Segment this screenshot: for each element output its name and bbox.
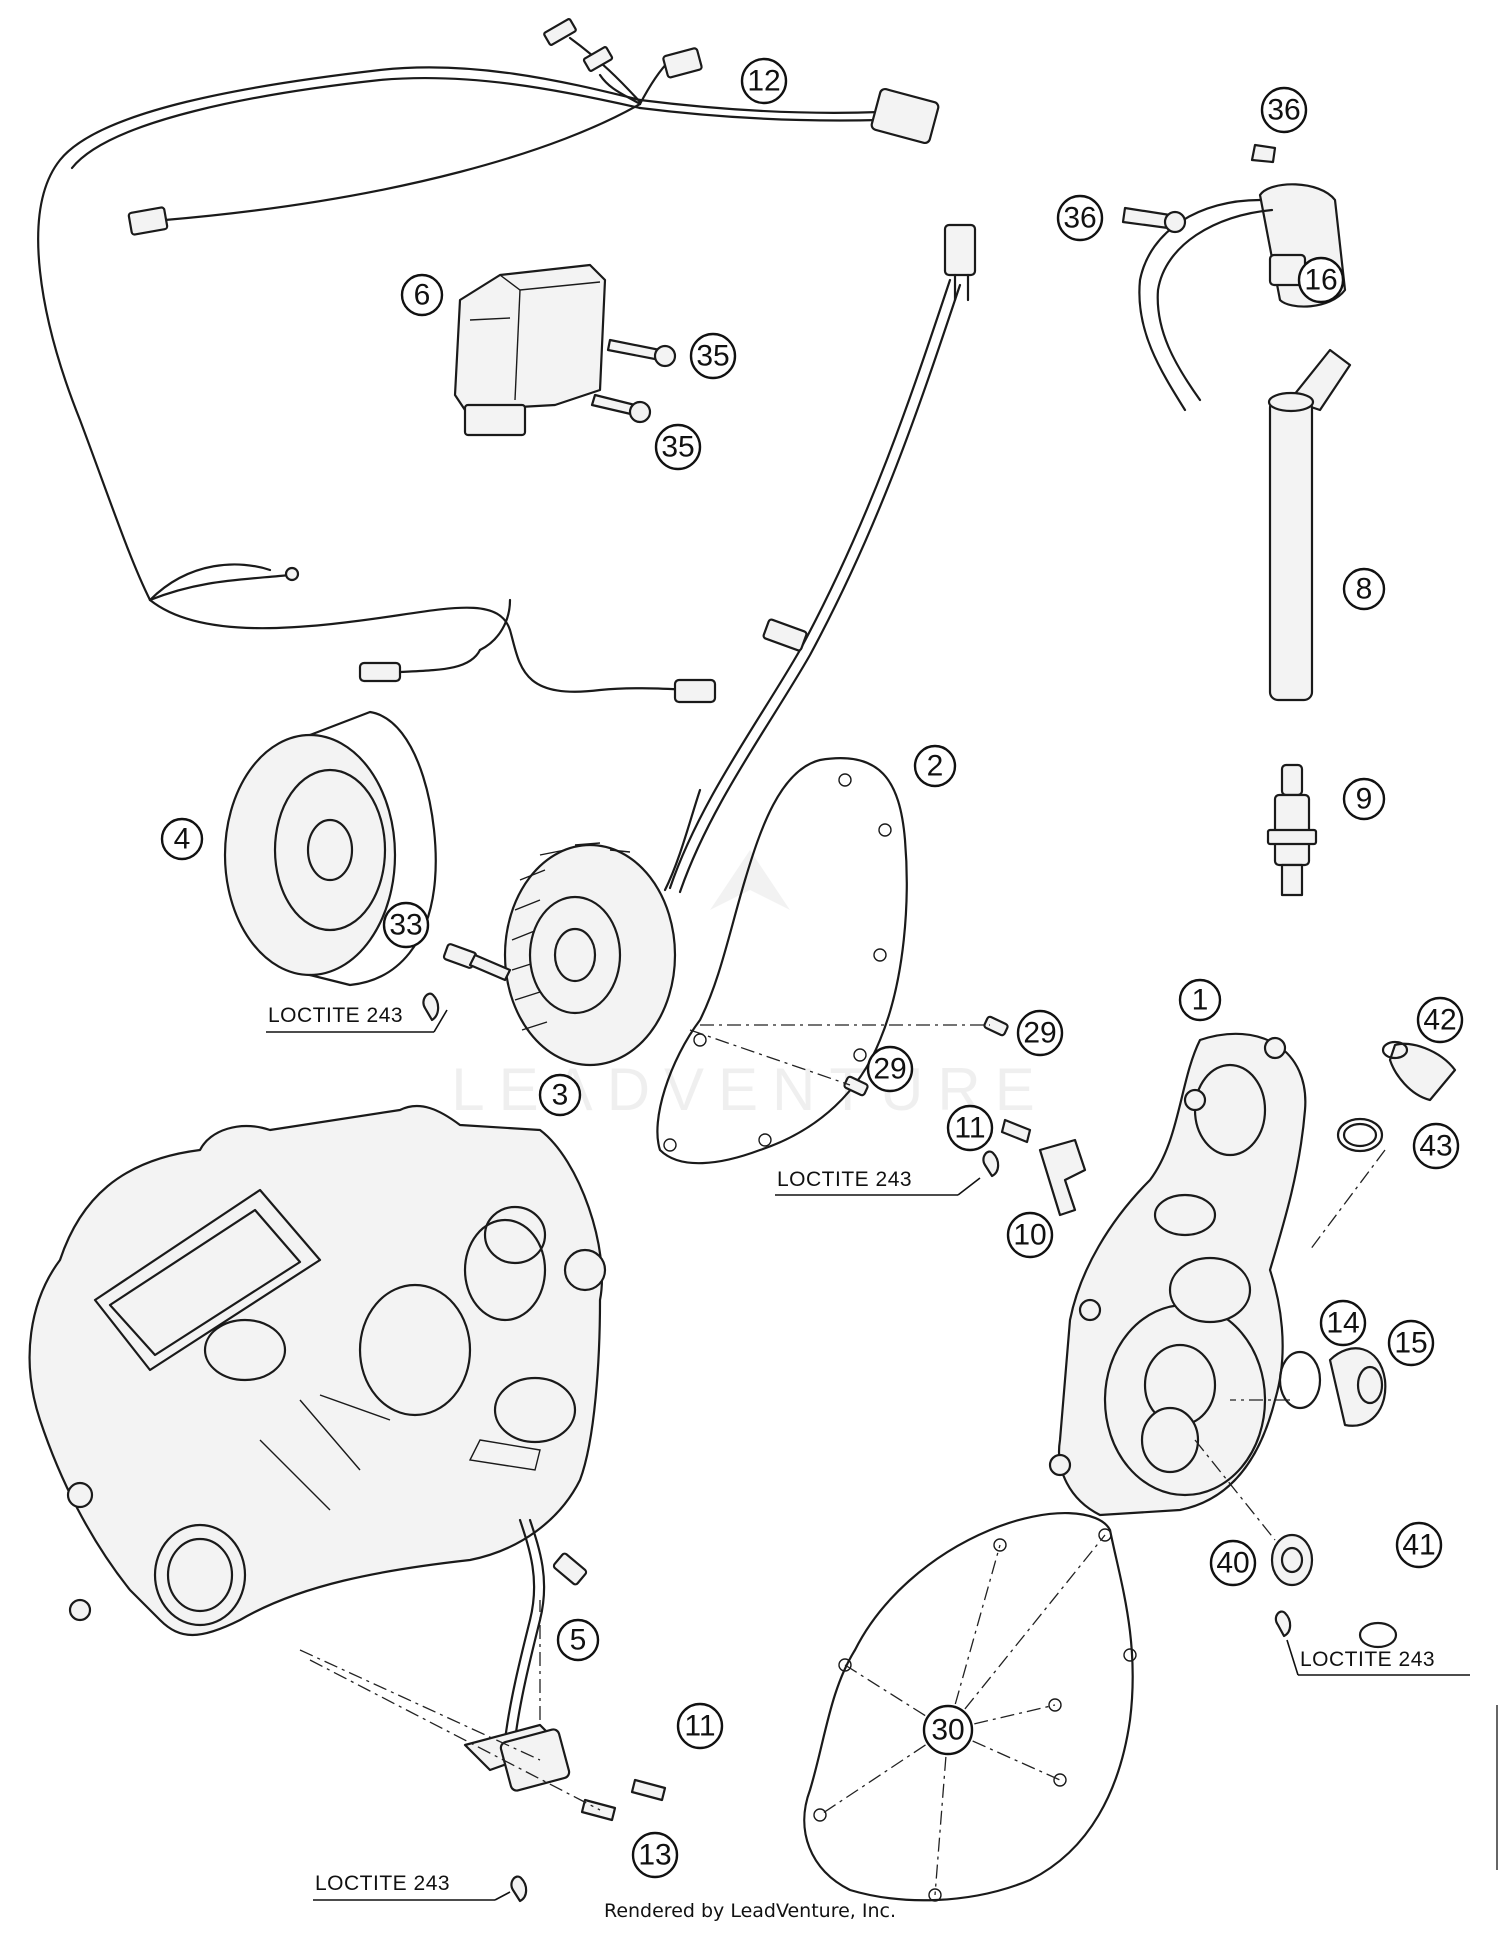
- svg-text:10: 10: [1013, 1219, 1046, 1252]
- svg-text:43: 43: [1419, 1130, 1452, 1163]
- svg-text:13: 13: [638, 1839, 671, 1872]
- stator-bolt: [422, 943, 512, 1022]
- spark-plug-cap: [1267, 348, 1352, 702]
- svg-text:5: 5: [570, 1624, 587, 1657]
- callout-2: 2: [913, 744, 957, 788]
- callout-9: 9: [1342, 777, 1386, 821]
- svg-text:4: 4: [174, 823, 191, 856]
- outer-cover-gasket: [803, 1512, 1137, 1902]
- callout-13: 13: [631, 1831, 679, 1879]
- svg-text:16: 16: [1304, 264, 1337, 297]
- callout-4: 4: [160, 817, 204, 861]
- callout-12: 12: [740, 57, 788, 105]
- callout-30: 30: [922, 1704, 974, 1756]
- callout-35-upper: 35: [689, 332, 737, 380]
- svg-text:29: 29: [873, 1053, 906, 1086]
- svg-text:LOCTITE 243: LOCTITE 243: [268, 1004, 403, 1027]
- callout-16: 16: [1297, 256, 1345, 304]
- ignition-cover: [1048, 1032, 1307, 1517]
- plug-and-oring-42-43: [1336, 1040, 1457, 1153]
- stator-wire: [668, 223, 977, 894]
- callout-42: 42: [1416, 996, 1464, 1044]
- callout-36-lower: 36: [1056, 194, 1104, 242]
- flywheel-rotor: [223, 710, 437, 987]
- callout-6: 6: [400, 273, 444, 317]
- callout-29-lower: 29: [866, 1045, 914, 1093]
- svg-text:12: 12: [747, 65, 780, 98]
- note-loctite-plug: LOCTITE 243: [1286, 1639, 1470, 1676]
- svg-text:LOCTITE 243: LOCTITE 243: [315, 1872, 450, 1895]
- svg-text:15: 15: [1394, 1327, 1427, 1360]
- callout-33: 33: [382, 901, 430, 949]
- svg-text:8: 8: [1356, 573, 1373, 606]
- svg-text:30: 30: [931, 1714, 964, 1747]
- svg-text:29: 29: [1023, 1017, 1056, 1050]
- plug-and-oring-40-41: [1270, 1533, 1398, 1649]
- svg-text:6: 6: [414, 279, 431, 312]
- svg-text:35: 35: [661, 431, 694, 464]
- note-loctite-sensor-bolts: LOCTITE 243: [313, 1872, 511, 1901]
- cable-bracket: [982, 1118, 1087, 1217]
- callout-15: 15: [1387, 1319, 1435, 1367]
- stator: [503, 788, 702, 1067]
- wiring-harness: [37, 18, 940, 704]
- svg-text:2: 2: [927, 750, 944, 783]
- callout-43: 43: [1412, 1122, 1460, 1170]
- callout-11-lower: 11: [676, 1702, 724, 1750]
- callout-40: 40: [1209, 1539, 1257, 1587]
- svg-text:3: 3: [552, 1079, 569, 1112]
- svg-text:9: 9: [1356, 783, 1373, 816]
- callout-41: 41: [1395, 1521, 1443, 1569]
- callout-1: 1: [1178, 978, 1222, 1022]
- svg-text:36: 36: [1267, 94, 1300, 127]
- cdi-bolts: [590, 338, 677, 424]
- cdi-unit: [453, 263, 607, 437]
- svg-text:35: 35: [696, 340, 729, 373]
- pickup-sensor: [463, 1518, 667, 1903]
- callout-8: 8: [1342, 567, 1386, 611]
- svg-text:1: 1: [1192, 984, 1209, 1017]
- svg-text:33: 33: [389, 909, 422, 942]
- callout-3: 3: [538, 1073, 582, 1117]
- callout-14: 14: [1319, 1299, 1367, 1347]
- svg-text:42: 42: [1423, 1004, 1456, 1037]
- svg-text:40: 40: [1216, 1547, 1249, 1580]
- callout-10: 10: [1006, 1211, 1054, 1259]
- callout-36-upper: 36: [1260, 86, 1308, 134]
- dowel-pins: [843, 1015, 1009, 1097]
- callout-35-lower: 35: [654, 423, 702, 471]
- callout-11-upper: 11: [946, 1104, 994, 1152]
- crankcase: [28, 1105, 607, 1637]
- leader-lines: [299, 1024, 1386, 1811]
- svg-text:14: 14: [1326, 1307, 1359, 1340]
- svg-text:41: 41: [1402, 1529, 1435, 1562]
- svg-text:36: 36: [1063, 202, 1096, 235]
- note-loctite-stator-bolt: LOCTITE 243: [266, 1004, 448, 1033]
- oring-and-plug-14-15: [1278, 1347, 1387, 1427]
- svg-text:LOCTITE 243: LOCTITE 243: [1300, 1648, 1435, 1671]
- callout-29-upper: 29: [1016, 1009, 1064, 1057]
- svg-text:11: 11: [684, 1710, 715, 1743]
- spark-plug: [1266, 763, 1318, 897]
- render-credit: Rendered by LeadVenture, Inc.: [603, 1900, 897, 1922]
- callout-5: 5: [556, 1618, 600, 1662]
- svg-text:11: 11: [954, 1112, 985, 1145]
- ignition-cover-gasket: [656, 757, 908, 1165]
- note-loctite-bracket-bolt: LOCTITE 243: [775, 1168, 981, 1196]
- svg-text:LOCTITE 243: LOCTITE 243: [777, 1168, 912, 1191]
